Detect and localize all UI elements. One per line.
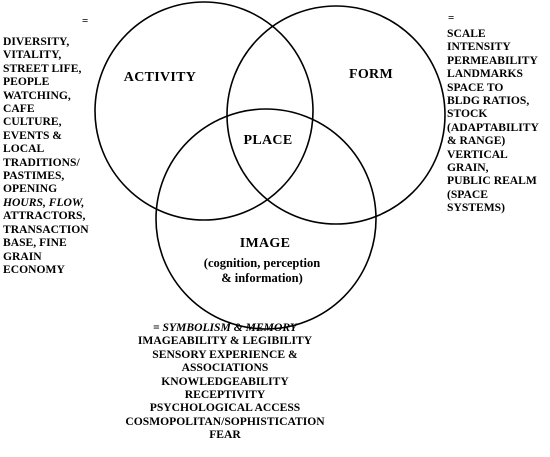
list-item: SCALE	[447, 27, 486, 40]
list-item: INTENSITY	[447, 40, 511, 54]
list-item: SENSORY EXPERIENCE &	[152, 347, 298, 361]
list-item: KNOWLEDGEABILITY	[161, 374, 289, 388]
list-item: DIVERSITY,	[3, 35, 70, 48]
list-item: FEAR	[209, 428, 241, 442]
list-item: VERTICAL	[447, 147, 508, 161]
list-item: WATCHING,	[3, 88, 71, 102]
list-item: CAFE	[3, 102, 35, 116]
list-item: SYSTEMS)	[447, 201, 505, 215]
form-circle	[226, 5, 446, 225]
list-item: EVENTS &	[3, 128, 62, 142]
list-item: TRADITIONS/	[3, 155, 80, 169]
form-label: FORM	[349, 67, 393, 82]
list-item: ASSOCIATIONS	[181, 361, 269, 375]
list-item: OPENING	[3, 182, 58, 196]
list-item: COSMOPOLITAN/SOPHISTICATION	[125, 414, 325, 428]
activity-attributes: DIVERSITY, VITALITY, STREET LIFE, PEOPLE…	[3, 35, 89, 276]
list-item: (ADAPTABILITY	[447, 120, 539, 134]
list-item: GRAIN	[3, 249, 42, 263]
list-item: = SYMBOLISM & MEMORY	[153, 321, 297, 334]
list-item: (SPACE	[447, 187, 489, 201]
list-item: VITALITY,	[3, 48, 62, 62]
activity-circle	[94, 1, 314, 221]
form-attributes: SCALE INTENSITY PERMEABILITY LANDMARKS S…	[447, 27, 539, 215]
list-item: GRAIN,	[447, 161, 489, 175]
image-attributes: = SYMBOLISM & MEMORY IMAGEABILITY & LEGI…	[25, 321, 425, 442]
activity-label: ACTIVITY	[123, 70, 197, 85]
form-equals: =	[448, 12, 455, 24]
image-sublabel-line: (cognition, perception	[203, 256, 321, 270]
list-item: PASTIMES,	[3, 169, 65, 183]
list-item: ECONOMY	[3, 262, 65, 276]
list-item: TRANSACTION	[3, 222, 89, 236]
list-item: RECEPTIVITY	[184, 388, 266, 402]
list-item: STOCK	[447, 107, 488, 121]
list-item: IMAGEABILITY & LEGIBILITY	[137, 334, 313, 348]
image-sublabel: (cognition, perception & information)	[204, 256, 320, 286]
list-item: PERMEABILITY	[447, 53, 538, 67]
list-item: PSYCHOLOGICAL ACCESS	[149, 401, 301, 415]
image-label: IMAGE	[239, 236, 291, 251]
list-item: STREET LIFE,	[3, 61, 82, 75]
list-item: BLDG RATIOS,	[447, 94, 530, 108]
list-item: CULTURE,	[3, 115, 62, 129]
list-item: PUBLIC REALM	[447, 174, 537, 188]
list-item: LOCAL	[3, 142, 45, 156]
list-item: LANDMARKS	[447, 67, 524, 81]
image-sublabel-line: & information)	[221, 271, 303, 285]
list-item: BASE, FINE	[3, 236, 67, 250]
activity-equals: =	[82, 15, 89, 27]
list-item: SPACE TO	[447, 80, 504, 94]
list-item: ATTRACTORS,	[3, 209, 86, 223]
image-circle	[155, 108, 377, 330]
list-item: HOURS, FLOW,	[3, 195, 85, 209]
list-item: & RANGE)	[447, 134, 506, 148]
list-item: PEOPLE	[3, 75, 50, 89]
place-label: PLACE	[243, 133, 293, 148]
